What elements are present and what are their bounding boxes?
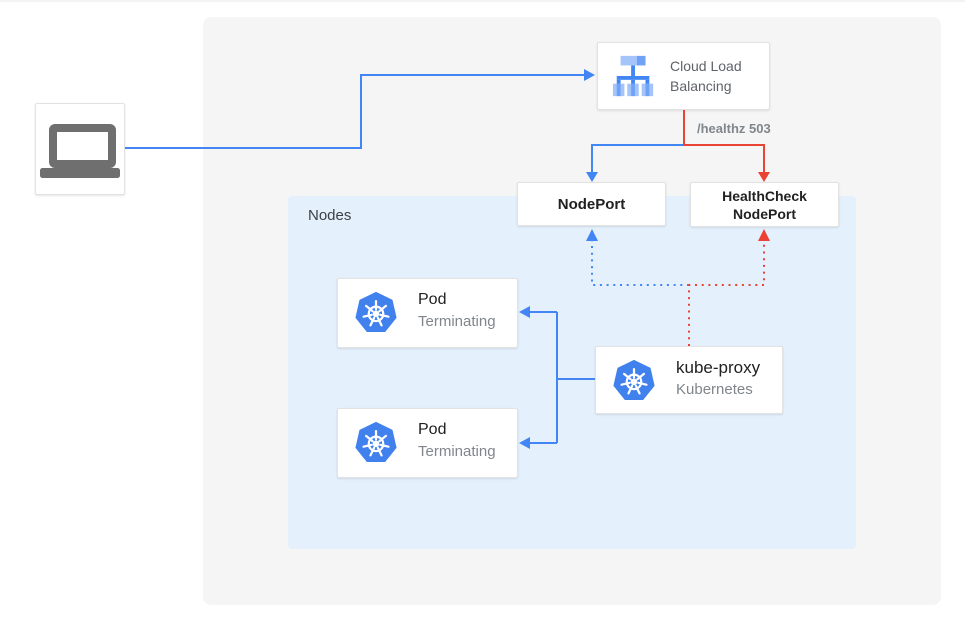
- nodeport-node: NodePort: [517, 182, 666, 226]
- healthz-status-label: /healthz 503: [697, 121, 771, 136]
- healthcheck-nodeport-node: HealthCheck NodePort: [690, 182, 839, 227]
- nodeport-label: NodePort: [557, 195, 626, 213]
- kube-proxy-subtitle: Kubernetes: [676, 381, 753, 398]
- client-device-node: [35, 103, 125, 195]
- kubernetes-icon: [354, 421, 398, 465]
- kube-proxy-node: kube-proxy Kubernetes: [595, 346, 783, 414]
- kubernetes-icon: [612, 359, 656, 403]
- cloud-load-balancing-node: Cloud Load Balancing: [597, 42, 770, 110]
- cloud-load-balancing-label: Cloud Load Balancing: [670, 56, 742, 96]
- pod1-title: Pod: [418, 291, 447, 308]
- kubernetes-icon: [354, 291, 398, 335]
- cloud-load-balancing-label-line2: Balancing: [670, 78, 732, 94]
- pod-node-1: Pod Terminating: [337, 278, 518, 348]
- cloud-load-balancing-label-line1: Cloud Load: [670, 58, 742, 74]
- kube-proxy-title: kube-proxy: [676, 358, 761, 377]
- top-divider: [0, 0, 965, 2]
- laptop-icon: [36, 104, 126, 196]
- pod2-title: Pod: [418, 421, 447, 438]
- pod2-status: Terminating: [418, 443, 496, 460]
- cloud-load-balancing-icon: [611, 53, 657, 99]
- healthcheck-nodeport-label-line1: HealthCheck: [722, 187, 807, 204]
- nodes-region-label: Nodes: [308, 207, 352, 224]
- pod-node-2: Pod Terminating: [337, 408, 518, 478]
- pod1-status: Terminating: [418, 313, 496, 330]
- healthcheck-nodeport-label-line2: NodePort: [733, 205, 796, 222]
